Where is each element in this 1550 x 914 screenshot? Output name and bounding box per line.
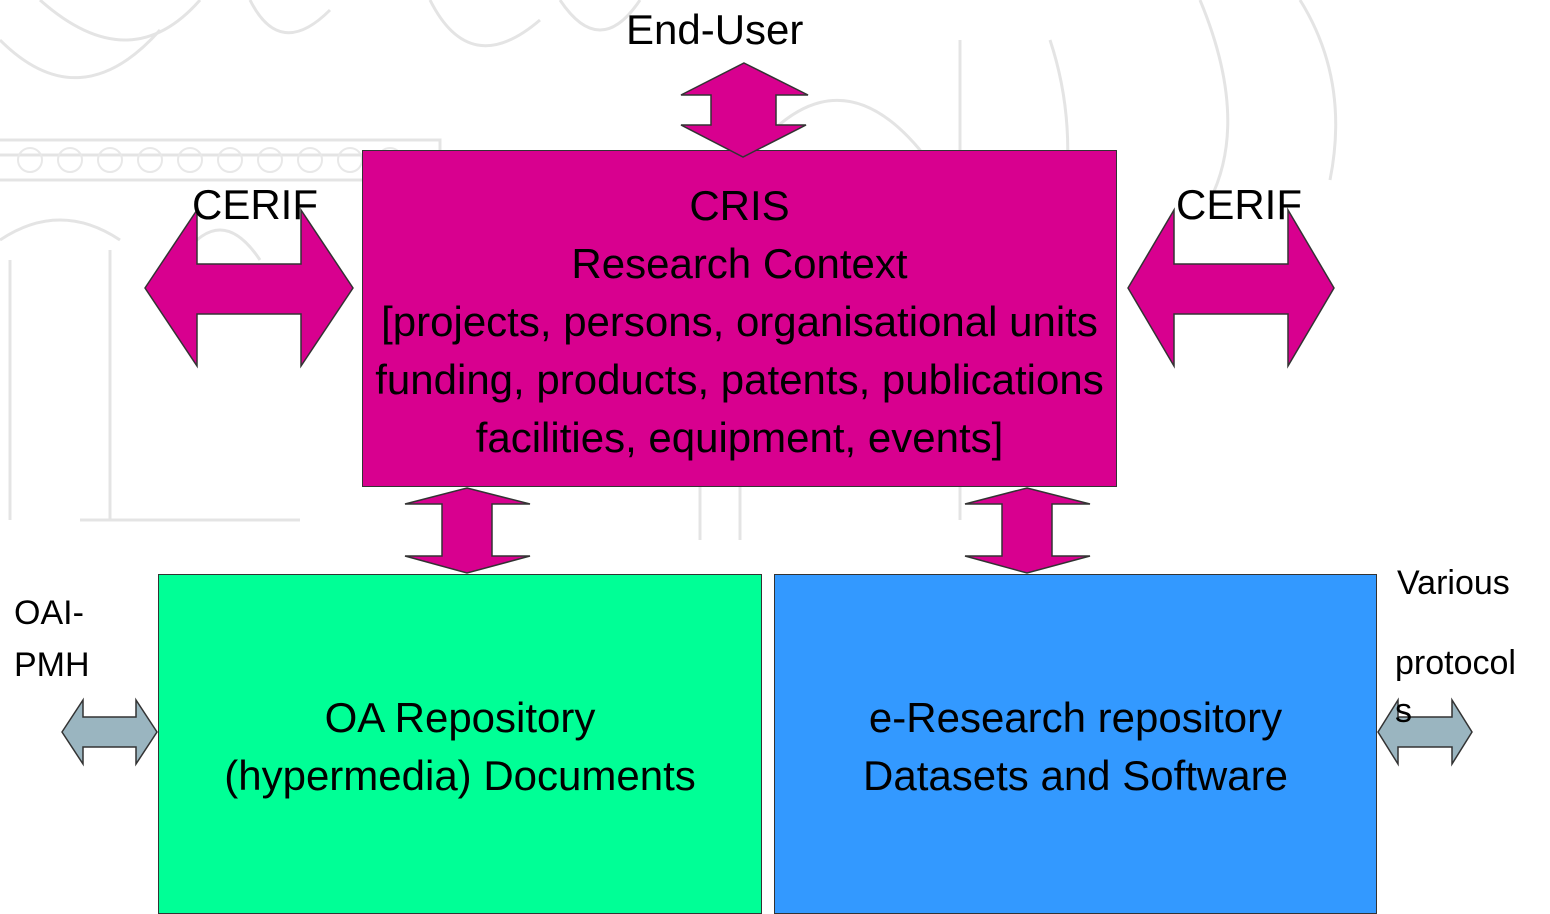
various-label-line-3: s [1395,692,1412,730]
cris-to-oa-arrow [404,487,531,574]
oa-repository-box: OA Repository (hypermedia) Documents [158,574,762,914]
cris-entities-line-3: facilities, equipment, events] [475,414,1004,461]
eresearch-box-line-2: Datasets and Software [863,752,1288,799]
eresearch-repository-box: e-Research repository Datasets and Softw… [774,574,1377,914]
various-label-line-1: Various [1397,564,1510,602]
oa-box-line-1: OA Repository [324,694,596,741]
left-cerif-label: CERIF [192,181,318,228]
oai-label-line-1: OAI- [14,594,84,632]
cris-box [362,150,1117,487]
right-cerif-arrow [1127,207,1335,369]
oai-pmh-arrow [61,697,158,767]
cris-entities-line-2: funding, products, patents, publications [375,356,1104,403]
cris-to-eresearch-arrow [964,487,1091,574]
various-label-line-2: protocol [1395,644,1516,682]
oa-box-line-2: (hypermedia) Documents [224,752,696,799]
right-cerif-label: CERIF [1176,181,1302,228]
cris-entities-line-1: [projects, persons, organisational units [381,298,1098,345]
eresearch-box-line-1: e-Research repository [868,694,1283,741]
end-user-label: End-User [626,6,804,53]
left-cerif-arrow [144,207,354,369]
end-user-arrow [680,62,809,158]
oai-label-line-2: PMH [14,646,90,684]
cris-subtitle: Research Context [571,240,908,287]
cris-title: CRIS [689,182,790,229]
various-protocols-arrow [1377,697,1473,767]
